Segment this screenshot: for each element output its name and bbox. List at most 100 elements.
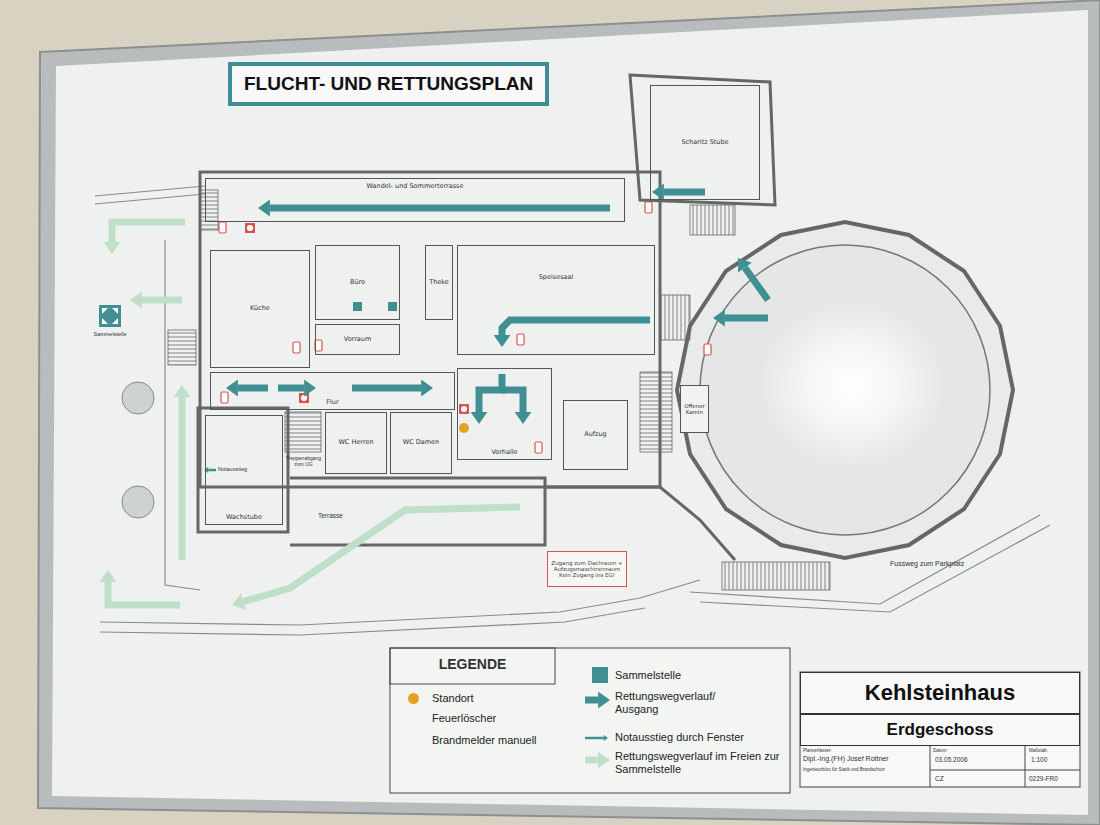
escape-route-arrow-head [226,380,238,397]
room-name: Offener Kamin [683,403,706,416]
legend-text: Brandmelder manuell [432,734,572,747]
escape-route-arrow-head [515,412,532,424]
legend-sammelstelle-icon [592,667,608,683]
room-name: Wandel- und Sommerterrasse [208,183,622,190]
legend-text: Notausstieg durch Fenster [615,731,785,744]
plan-rect [390,648,790,793]
plan-polyline [95,186,205,196]
room-name: Theke [428,279,450,286]
outdoor-route-arrow-head [174,385,191,397]
outdoor-route-arrow-head [598,752,610,769]
room-box: Vorhalle [457,368,552,460]
window-exit-arrow-head [604,735,608,741]
room-name: Kehlsteinhaus [803,680,1077,705]
room-box: Küche [210,250,310,368]
fire-extinguishers [219,202,711,724]
escape-route-arrow [502,320,650,335]
plan-line [930,770,1080,771]
plan-ellipse [757,300,947,470]
escape-route-arrow [664,189,705,196]
room-text-group: Wachstube [208,514,280,521]
room-name: Flur [213,399,452,406]
room-box: WC Damen [390,412,452,474]
legend-text: Rettungswegverlauf/ Ausgang [615,690,737,715]
plan-rect [722,562,830,590]
room-text-group: Vorhalle [460,449,549,456]
room-box: Aufzug [563,400,628,470]
picture-frame [38,0,1100,825]
plan-rect [459,404,469,414]
escape-route-arrow-head [738,258,752,273]
outdoor-route-arrow-head [104,242,121,254]
plan-polygon [630,75,775,205]
plan-polygon [112,308,118,314]
room-text-group: Scharitz Stube [653,139,757,146]
legend-text: Standort [432,692,572,705]
plan-rect [293,342,300,353]
plan-label: Ingenieurbüro für Statik und Brandschutz [803,767,928,772]
room-name: Büro [318,279,397,286]
room-text-group: Speisesaal [460,274,652,281]
plan-polyline [100,608,645,635]
plan-label: Datum: [933,748,993,753]
plan-label: Terrasse [318,512,378,519]
escape-route-arrow-head [471,412,488,424]
plan-polygon [102,308,108,314]
title-block-grid [800,672,1080,787]
room-name: Vorhalle [460,449,549,456]
title-block-cell: Kehlsteinhaus [800,672,1080,714]
first-aid-signs [353,302,397,311]
escape-route-arrow [352,385,421,392]
plan-label: CZ [935,775,1020,782]
plan-label: Planverfasser: [803,748,928,753]
room-name: WC Damen [393,439,449,446]
plan-label: Notausstieg [218,466,264,472]
window-exit-arrow [585,737,604,740]
room-text-group: Zugang zum Dachraum + Aufzugsmaschinenra… [550,560,624,579]
plan-rect [285,412,321,452]
room-box: Vorraum [315,324,400,355]
plan-rect [200,190,218,230]
plan-polygon [112,318,118,324]
room-text-group: Kehlsteinhaus [803,680,1077,705]
escape-route-arrow [725,315,768,322]
plan-rect [660,295,690,340]
escape-route-arrow [745,268,768,300]
plan-rect [198,408,288,532]
outdoor-route-arrow-head [100,570,117,582]
outdoor-route-arrow-head [232,594,246,610]
escape-route-arrow-head [494,335,511,347]
room-name: Aufzug [566,431,625,438]
outdoor-route-arrow [142,297,182,304]
plan-rect [219,222,226,233]
plan-rect [99,305,121,327]
plan-polygon [102,318,108,324]
plan-circle [122,382,154,414]
plan-board [52,10,1088,815]
room-box: Speisesaal [457,245,655,355]
plan-rect [800,672,1080,787]
escape-route-arrow [270,205,610,212]
escape-route-arrow [238,385,268,392]
plan-rect [535,442,542,453]
legend-text: Feuerlöscher [432,712,572,725]
plan-rect [245,223,255,233]
plan-rect [645,202,652,213]
legend-text: Sammelstelle [615,669,780,682]
escape-route-arrow-head [258,200,270,217]
stairs [168,190,830,590]
sammelstelle-icon [99,305,121,327]
escape-route-arrow-head [598,692,610,709]
escape-route-arrow [585,697,598,704]
escape-route-arrow-head [421,380,433,397]
room-text-group: Vorraum [318,336,397,343]
plan-circle [700,245,990,535]
plan-label: 0229-FR0 [1029,775,1077,782]
room-box: Theke [425,245,453,320]
room-text-group: Theke [428,279,450,286]
plan-polyline [165,240,200,590]
plan-title: FLUCHT- UND RETTUNGSPLAN [228,62,549,106]
outdoor-route-arrow [112,222,185,242]
plan-rect [221,392,228,403]
title-block-cell: Erdgeschoss [800,714,1080,746]
